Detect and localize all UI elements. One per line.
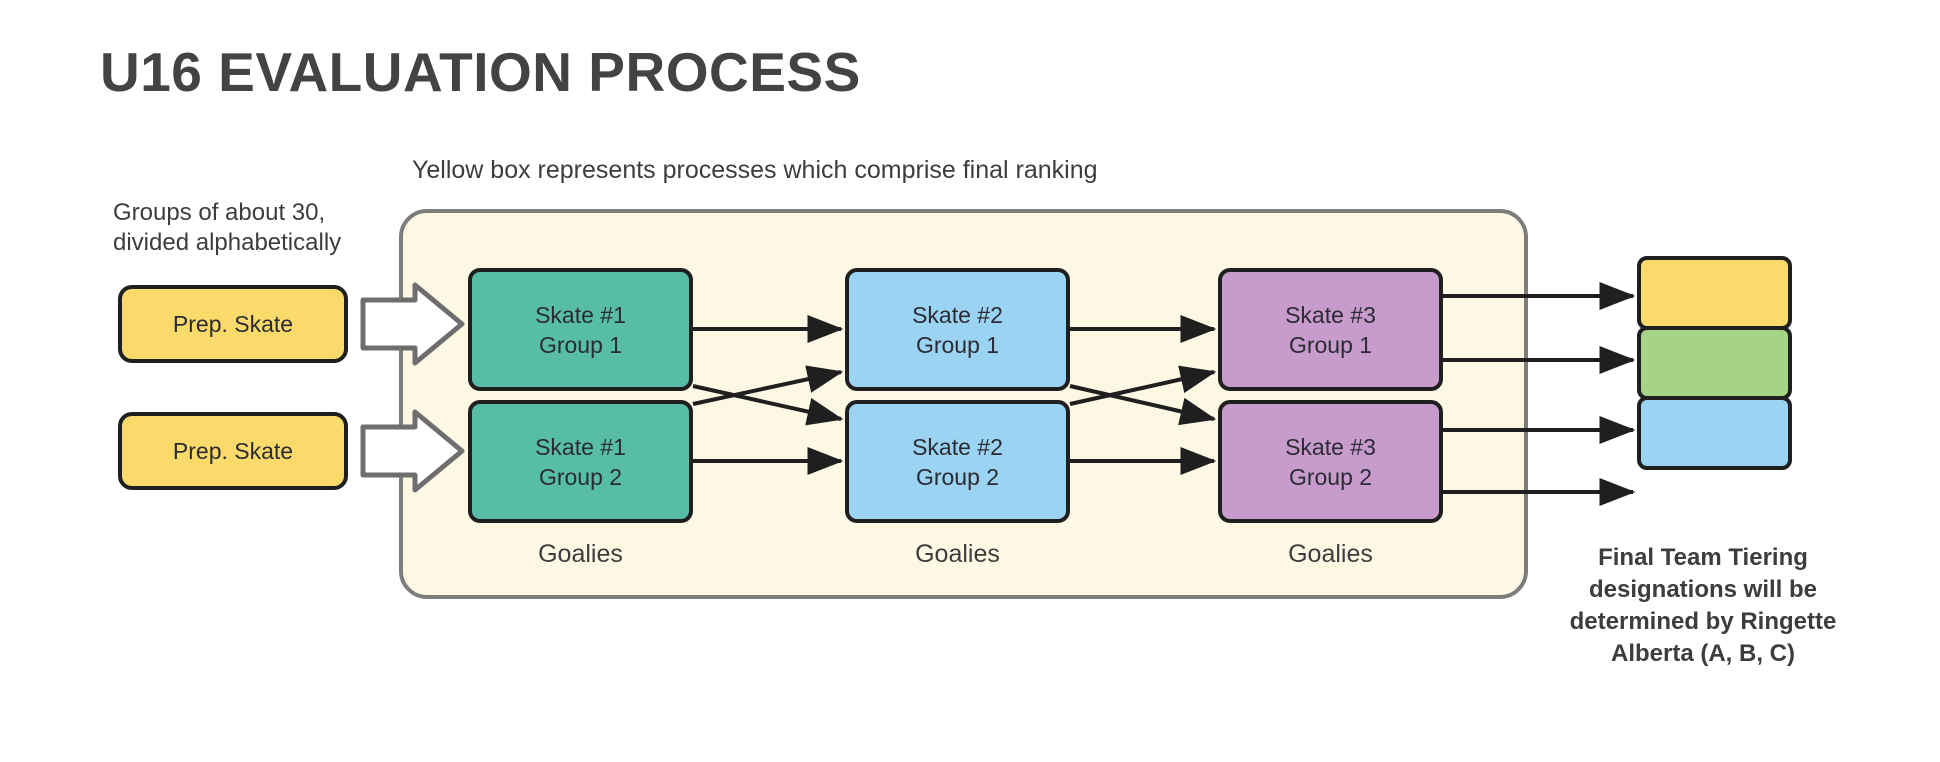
page-title: U16 EVALUATION PROCESS [100, 41, 861, 103]
final-tiering-caption: Final Team Tiering designations will be … [1569, 544, 1837, 667]
node-line-1: Skate #3 [1285, 301, 1376, 328]
node-line-1: Skate #2 [912, 301, 1003, 328]
node-line-1: Skate #2 [912, 433, 1003, 460]
node-line-2: Group 2 [538, 463, 623, 490]
node-line-2: Group 2 [1288, 463, 1373, 490]
node-line-2: Group 2 [915, 463, 1000, 490]
prep-skate-label: Prep. Skate [172, 438, 294, 464]
node-line-2: Group 1 [538, 331, 623, 358]
goalies-label-skate-3: Goalies [1288, 540, 1373, 568]
skate-2-group-1-box[interactable]: Skate #2 Group 1 [845, 268, 1070, 391]
node-line-1: Skate #1 [535, 301, 626, 328]
skate-1-group-1-box[interactable]: Skate #1 Group 1 [468, 268, 693, 391]
yellow-box-caption: Yellow box represents processes which co… [412, 156, 1098, 184]
node-line-1: Skate #1 [535, 433, 626, 460]
goalies-label-skate-2: Goalies [915, 540, 1000, 568]
goalies-label-skate-1: Goalies [538, 540, 623, 568]
node-line-1: Skate #3 [1285, 433, 1376, 460]
prep-skate-box-1[interactable]: Prep. Skate [118, 285, 348, 363]
tier-a-tile[interactable] [1637, 256, 1792, 330]
tier-b-tile[interactable] [1637, 326, 1792, 400]
node-line-2: Group 1 [915, 331, 1000, 358]
skate-2-group-2-box[interactable]: Skate #2 Group 2 [845, 400, 1070, 523]
skate-3-group-1-box[interactable]: Skate #3 Group 1 [1218, 268, 1443, 391]
skate-1-group-2-box[interactable]: Skate #1 Group 2 [468, 400, 693, 523]
node-line-2: Group 1 [1288, 331, 1373, 358]
prep-skate-label: Prep. Skate [172, 311, 294, 337]
final-tier-stack [1637, 256, 1792, 470]
prep-skate-box-2[interactable]: Prep. Skate [118, 412, 348, 490]
tier-c-tile[interactable] [1637, 396, 1792, 470]
skate-3-group-2-box[interactable]: Skate #3 Group 2 [1218, 400, 1443, 523]
groups-caption: Groups of about 30, divided alphabetical… [113, 199, 342, 256]
